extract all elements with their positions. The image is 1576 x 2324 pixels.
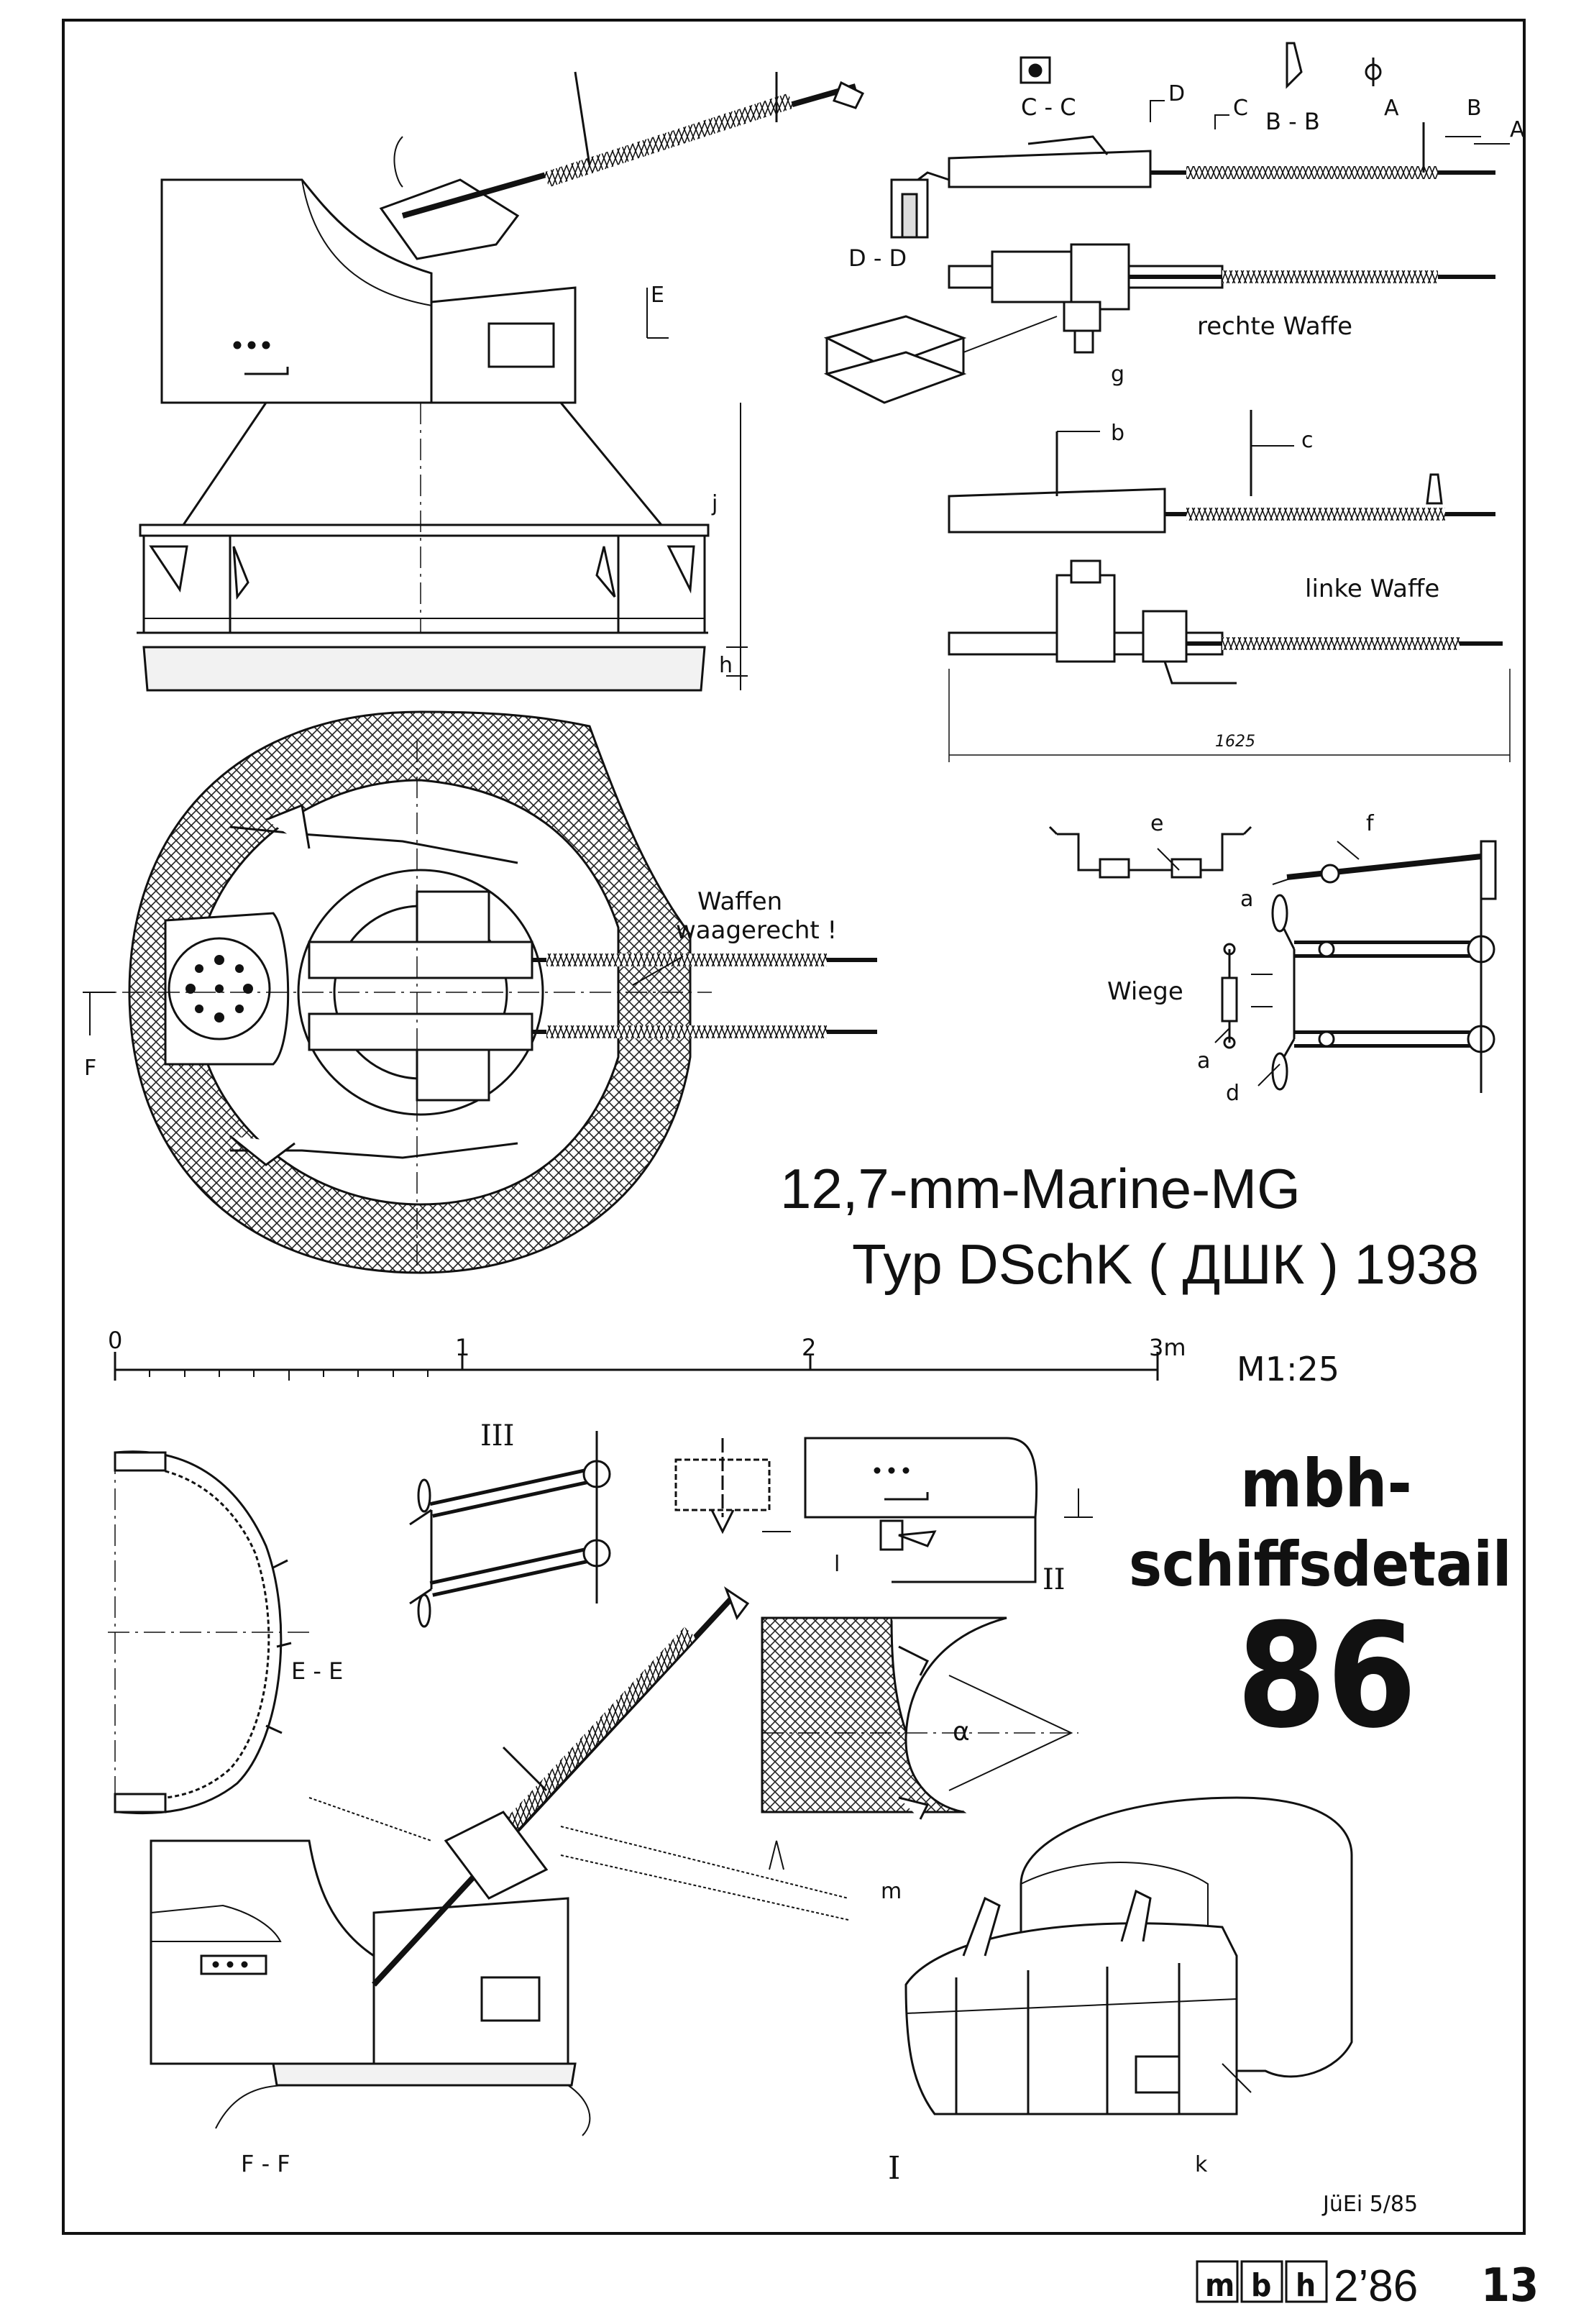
section-mark-a-1: A <box>1384 96 1399 121</box>
note-weapons-level-2: waagerecht ! <box>676 916 837 945</box>
section-label-ff: F - F <box>241 2150 290 2177</box>
brand-line-2: schiffsdetail <box>1129 1529 1511 1601</box>
dimension-1625: 1625 <box>1215 733 1255 751</box>
detail-iii-cradle <box>409 1431 611 1628</box>
section-ff <box>150 1586 849 2136</box>
section-label-dd: D - D <box>848 244 907 272</box>
gun-details-top-right <box>823 42 1511 762</box>
detail-letter-e: e <box>1150 811 1163 836</box>
scale-bar <box>114 1352 1159 1381</box>
detail-letter-b: b <box>1111 421 1124 446</box>
section-label-ee: E - E <box>291 1657 343 1685</box>
footer-logo-m: m <box>1205 2267 1234 2304</box>
detail-i-perspective <box>904 1796 1353 2115</box>
section-mark-d: D <box>1168 81 1185 106</box>
section-mark-b: B <box>1467 96 1482 121</box>
note-weapons-level-1: Waffen <box>697 887 782 916</box>
section-mark-c: C <box>1233 96 1248 121</box>
section-label-bb: B - B <box>1265 108 1320 135</box>
scale-tick-3m: 3m <box>1149 1334 1186 1361</box>
detail-letter-f: f <box>1366 811 1375 836</box>
brand-number: 86 <box>1237 1593 1416 1760</box>
detail-letter-g: g <box>1111 362 1124 387</box>
angle-alpha: α <box>953 1717 970 1747</box>
side-elevation-mount <box>137 71 865 692</box>
detail-letter-c: c <box>1301 428 1314 453</box>
section-mark-e-top: E <box>651 283 664 308</box>
footer-page-number: 13 <box>1481 2259 1539 2312</box>
cradle-details <box>1048 825 1497 1093</box>
scale-tick-1: 1 <box>455 1334 469 1361</box>
scale-tick-0: 0 <box>108 1327 122 1354</box>
author-signature: JüEi 5/85 <box>1321 2192 1418 2217</box>
note-cradle: Wiege <box>1107 977 1183 1006</box>
title-line-1: 12,7-mm-Marine-MG <box>780 1157 1301 1220</box>
roman-ii: II <box>1043 1563 1066 1596</box>
detail-letter-a-1: a <box>1240 887 1253 912</box>
detail-letter-j: j <box>711 491 718 516</box>
sheet-border <box>62 19 1526 2235</box>
roman-iii: III <box>480 1419 514 1452</box>
scale-tick-2: 2 <box>802 1334 816 1361</box>
brand-line-1: mbh- <box>1240 1445 1412 1522</box>
detail-letter-d: d <box>1226 1081 1240 1106</box>
detail-letter-h: h <box>719 653 733 678</box>
section-mark-a-2: A <box>1510 117 1525 142</box>
section-ee <box>108 1450 309 1815</box>
footer-logo <box>1196 2260 1328 2303</box>
detail-letter-m: m <box>881 1879 902 1904</box>
section-mark-f: F <box>84 1056 96 1081</box>
scale-ratio: M1:25 <box>1237 1350 1339 1389</box>
title-line-2: Typ DSchK ( ДШК ) 1938 <box>852 1232 1479 1296</box>
note-left-weapon: linke Waffe <box>1305 575 1439 603</box>
plan-view-mount <box>83 710 877 1274</box>
detail-traverse-angle <box>761 1616 1078 1820</box>
detail-ii-shield <box>674 1437 1093 1583</box>
note-right-weapon: rechte Waffe <box>1197 312 1352 341</box>
detail-letter-a-2: a <box>1197 1048 1210 1074</box>
section-label-cc: C - C <box>1021 93 1076 121</box>
roman-i: I <box>888 2150 900 2187</box>
footer-issue: 2’86 <box>1334 2261 1418 2311</box>
detail-letter-l: l <box>834 1552 840 1577</box>
footer-logo-h: h <box>1296 2267 1316 2304</box>
footer-logo-b: b <box>1251 2267 1271 2304</box>
detail-letter-k: k <box>1195 2152 1208 2177</box>
